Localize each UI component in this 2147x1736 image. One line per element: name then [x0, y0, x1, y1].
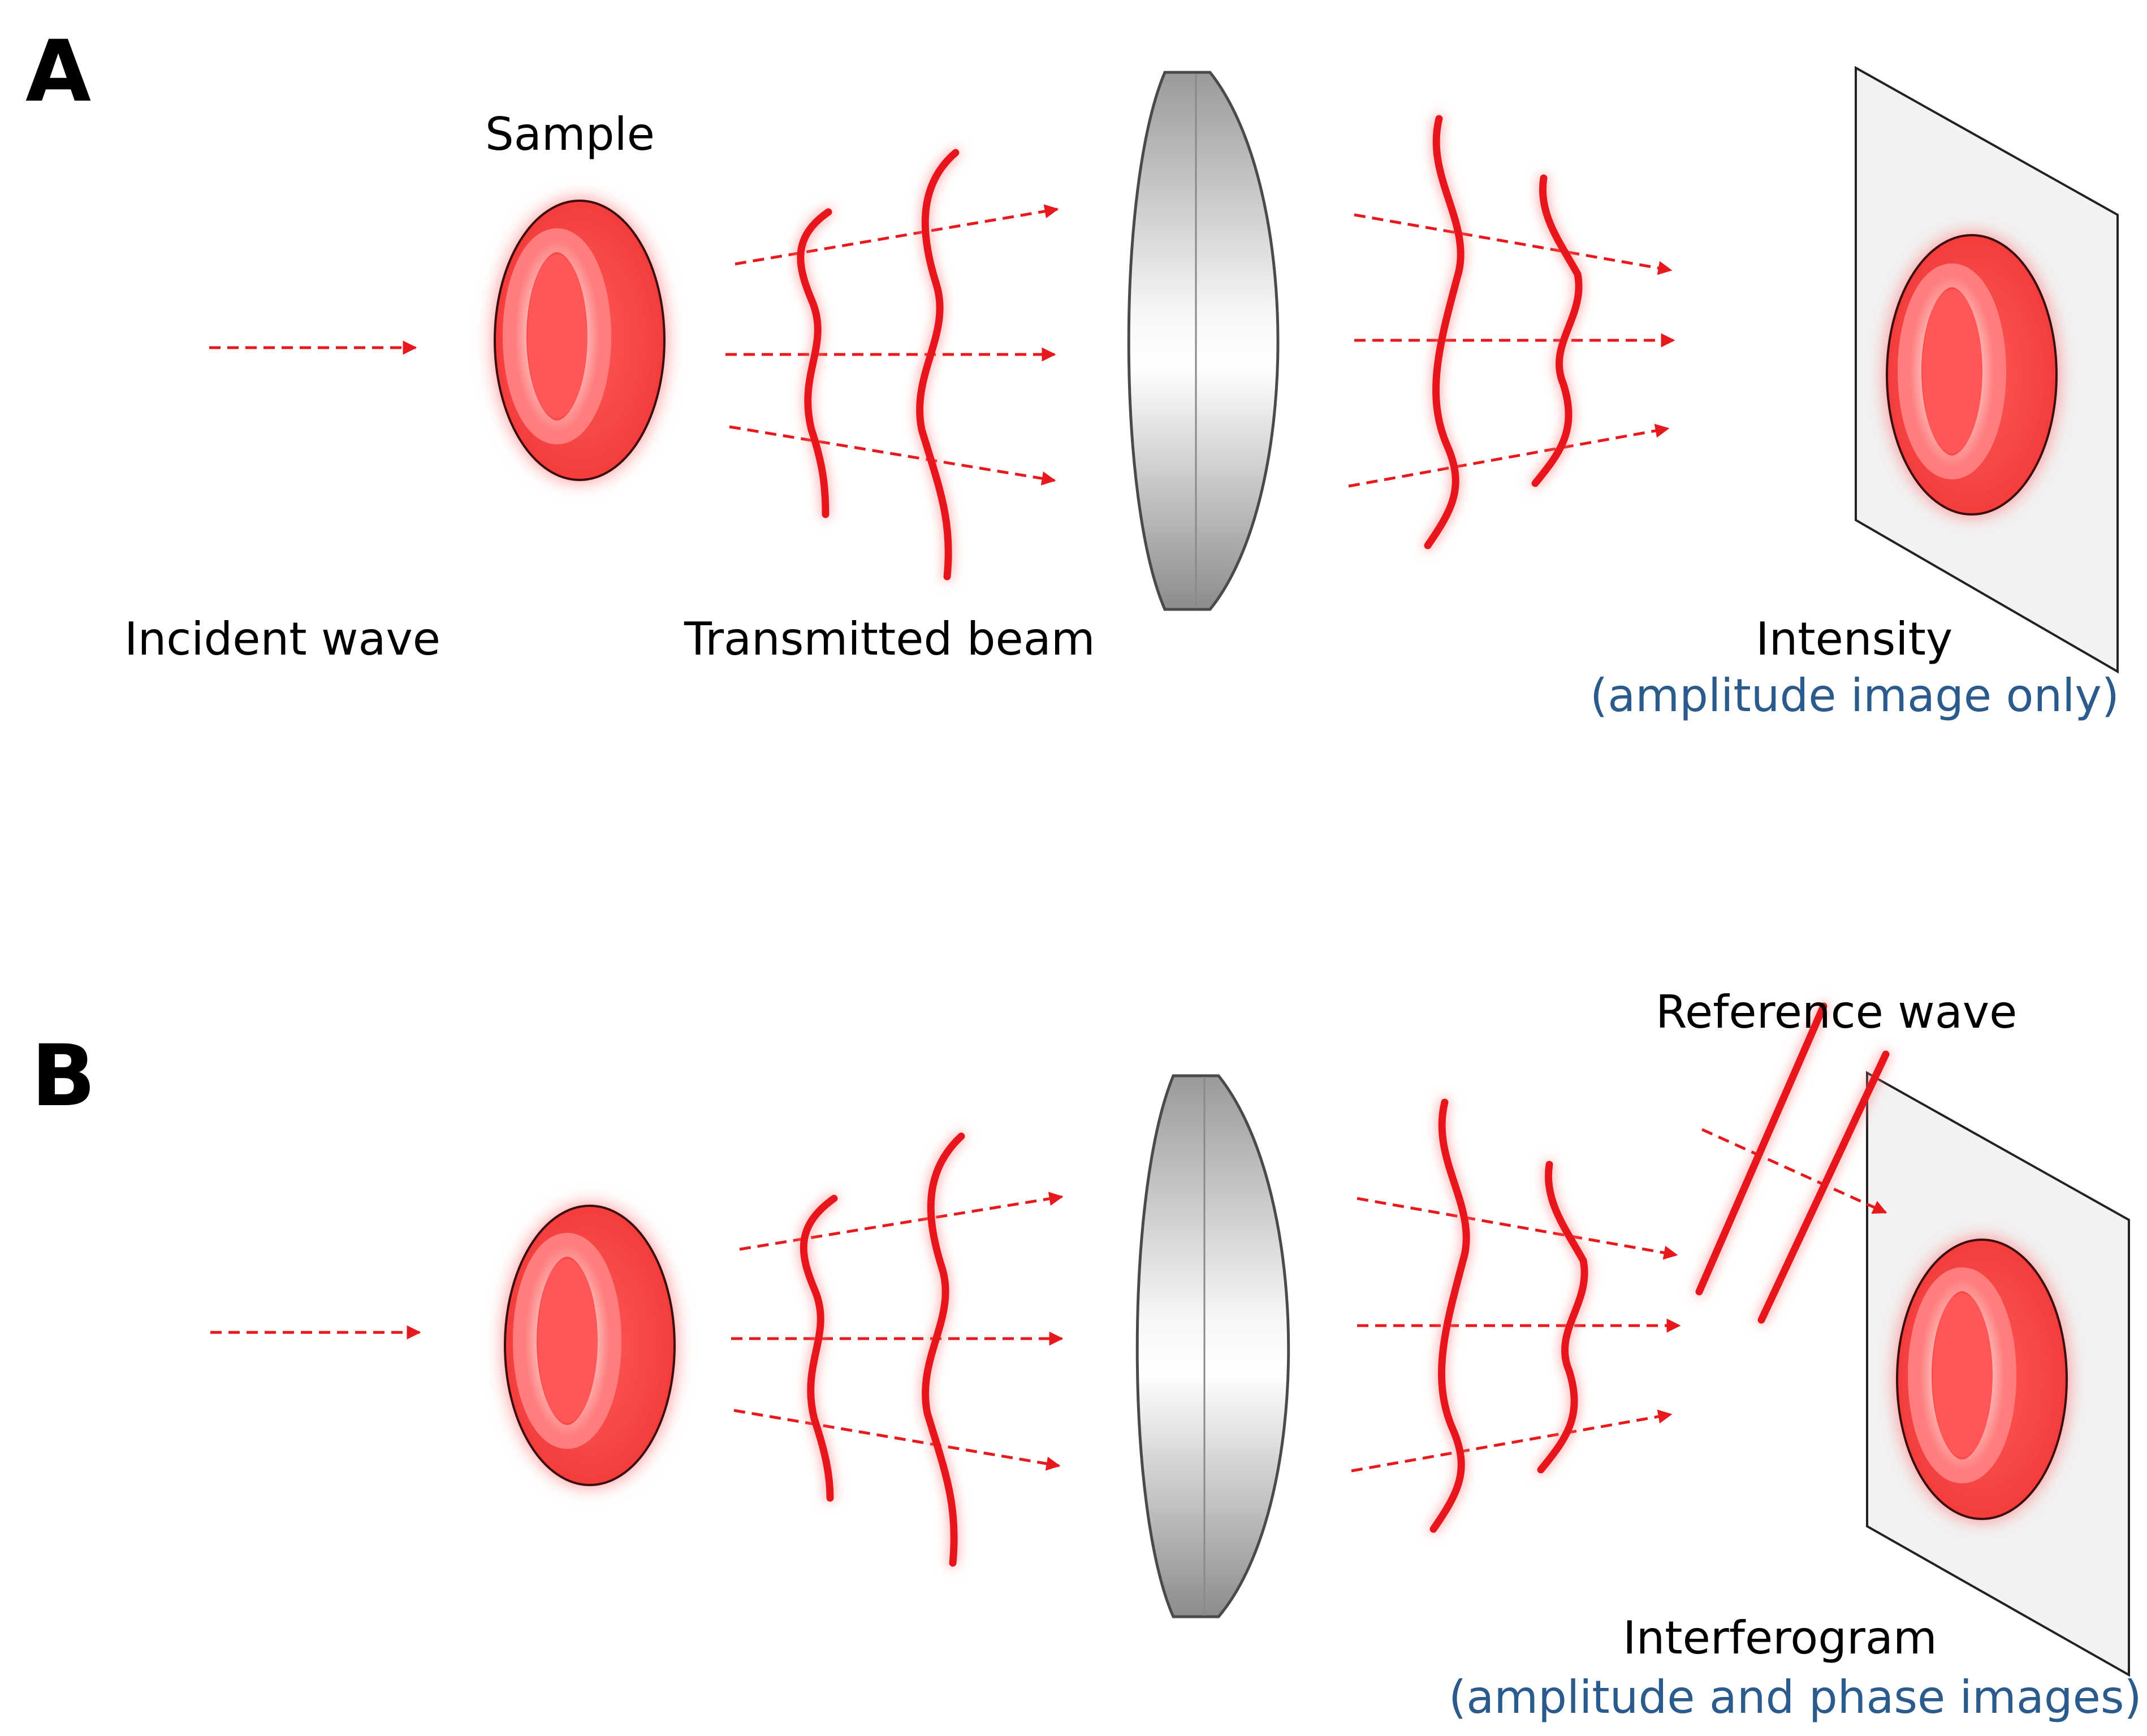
interferogram-label: Interferogram: [1623, 1612, 1937, 1664]
transmitted-wavefront-2: [916, 149, 960, 581]
intensity-detector: [1855, 66, 2119, 674]
sample-cell-ring: [503, 228, 611, 444]
sample-cell-b-core: [538, 1259, 597, 1423]
reference-wavefront-1: [1695, 1002, 1828, 1296]
transmitted-wavefront-1: [797, 208, 832, 518]
reference-wavefront-2: [1757, 1050, 1890, 1324]
converging-ray-b-top: [1357, 1197, 1678, 1260]
objective-lens-b: [1135, 1074, 1290, 1618]
sample-cell-b: [504, 1205, 676, 1486]
interferogram-image-core: [1933, 1293, 1992, 1457]
interferogram-detector: [1866, 1071, 2130, 1677]
reference-wave: [1695, 1002, 1890, 1324]
converging-wavefront-b-1: [1429, 1098, 1470, 1533]
intensity-label: Intensity: [1756, 613, 1952, 665]
converging-ray-b-bottom: [1351, 1409, 1673, 1473]
transmitted-ray-b-bottom: [733, 1409, 1061, 1471]
lens-body: [1127, 71, 1280, 611]
transmitted-beam-label: Transmitted beam: [684, 613, 1095, 665]
sample-label: Sample: [485, 108, 655, 161]
incident-wave: [209, 194, 417, 503]
interferogram-note: (amplitude and phase images): [1449, 1671, 2142, 1724]
converging-wavefront-b-2: [1537, 1161, 1588, 1474]
transmitted-ray-b-top: [739, 1192, 1064, 1251]
converging-wavefront-2: [1531, 174, 1583, 487]
lens-b-body: [1135, 1074, 1290, 1618]
intensity-note: (amplitude image only): [1590, 669, 2119, 722]
panel-b: B: [31, 986, 2142, 1724]
panel-b-letter: B: [31, 1027, 96, 1125]
converging-ray-bottom: [1348, 423, 1670, 488]
panel-a: A Incident wave Sample Transmitted beam: [25, 23, 2119, 722]
incident-wave-b: [210, 1177, 421, 1485]
converging-beam: [1348, 115, 1675, 549]
objective-lens: [1127, 71, 1280, 611]
reference-wave-label: Reference wave: [1656, 986, 2017, 1038]
reference-ray: [1701, 1128, 1887, 1214]
incident-wave-label: Incident wave: [124, 613, 440, 665]
sample-cell-core: [528, 254, 586, 418]
detector-image-core: [1923, 289, 1981, 453]
transmitted-wavefront-b-1: [800, 1194, 838, 1502]
sample-cell-b-ring: [513, 1233, 621, 1449]
converging-wavefront-1: [1424, 115, 1465, 549]
panel-a-letter: A: [25, 23, 91, 121]
transmitted-ray-top: [735, 204, 1059, 266]
converging-ray-top: [1354, 213, 1673, 275]
converging-beam-b: [1351, 1098, 1681, 1533]
transmitted-ray-bottom: [729, 425, 1056, 486]
detector-image-ring: [1898, 263, 2006, 479]
transmitted-wavefront-b-2: [922, 1132, 965, 1567]
interferogram-image-ring: [1908, 1267, 2016, 1483]
transmitted-beam-b: [731, 1132, 1064, 1567]
transmitted-beam: [725, 149, 1059, 581]
sample-cell: [494, 200, 666, 481]
